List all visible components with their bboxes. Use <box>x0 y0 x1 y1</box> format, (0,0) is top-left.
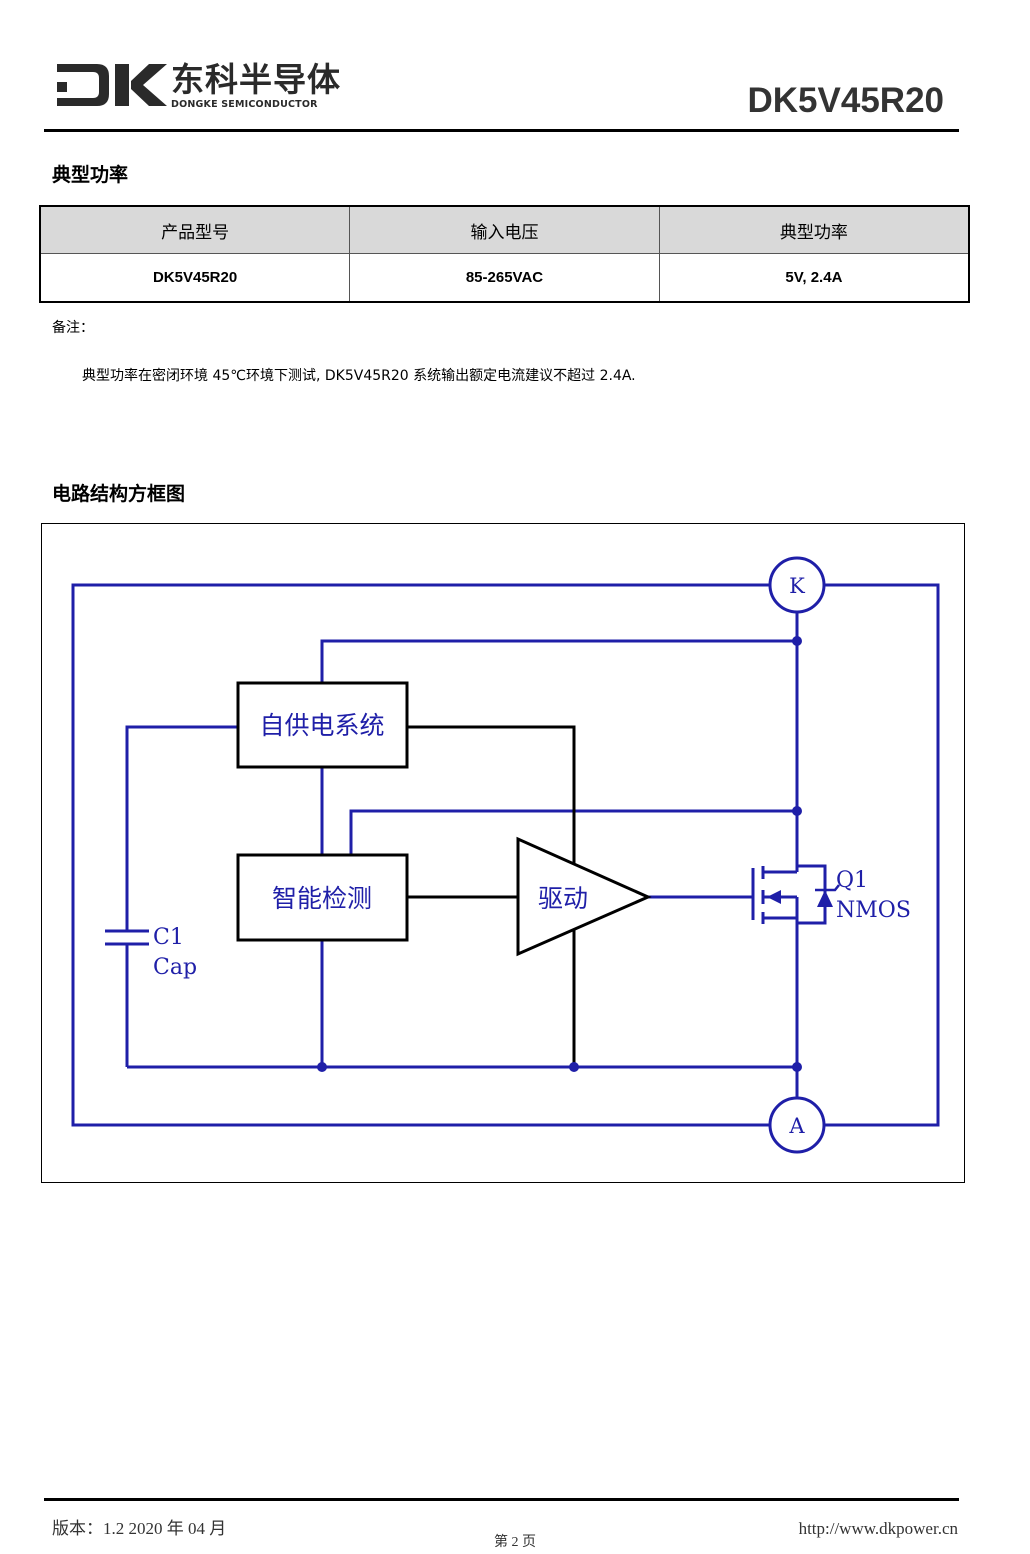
terminal-a-label: A <box>788 1114 805 1138</box>
supply-to-ground-wire <box>407 725 576 1067</box>
header-rule <box>44 129 959 132</box>
cap-top-wire <box>125 725 238 931</box>
column-header: 产品型号 <box>39 205 351 254</box>
driver-label: 驱动 <box>538 884 588 913</box>
notes-label: 备注： <box>52 320 94 336</box>
self-supply-label: 自供电系统 <box>259 711 384 740</box>
dk-logo-mark-icon <box>57 64 167 106</box>
driver-triangle <box>516 836 652 957</box>
column-header: 输入电压 <box>349 205 660 254</box>
footer-rule <box>44 1498 959 1501</box>
table-cell: DK5V45R20 <box>39 253 351 303</box>
sense-wire <box>349 809 797 855</box>
table-cell: 85-265VAC <box>349 253 660 303</box>
terminal-k-circle <box>768 556 826 614</box>
transistor-ref: Q1 <box>836 868 868 893</box>
nmos-arrow-icon <box>767 890 781 904</box>
smart-detect-block <box>236 853 409 942</box>
column-header: 典型功率 <box>658 205 970 254</box>
table-row: DK5V45R20 85-265VAC 5V, 2.4A <box>39 253 970 303</box>
typical-power-table: 产品型号 输入电压 典型功率 DK5V45R20 85-265VAC 5V, 2… <box>39 205 970 303</box>
table-cell: 5V, 2.4A <box>658 253 970 303</box>
capacitor-ref: C1 <box>153 925 184 950</box>
footer-url: http://www.dkpower.cn <box>798 1519 958 1538</box>
capacitor-symbol <box>105 929 149 946</box>
self-supply-block <box>236 681 409 769</box>
circuit-block-diagram: K A 自供电系统 智能检测 驱动 C1 Cap Q1 NMOS <box>71 556 940 1154</box>
footer-page-number: 第 2 页 <box>494 1535 536 1550</box>
outer-wire <box>71 583 770 1127</box>
company-logo: 东科半导体 DONGKE SEMICONDUCTOR <box>57 62 357 112</box>
zener-bar-icon <box>815 884 840 892</box>
body-diode-icon <box>817 890 833 907</box>
notes-text: 典型功率在密闭环境 45℃环境下测试, DK5V45R20 系统输出额定电流建议… <box>82 368 636 384</box>
block-diagram-heading: 电路结构方框图 <box>52 483 186 505</box>
capacitor-value: Cap <box>153 955 197 980</box>
terminal-k-label: K <box>789 574 805 598</box>
nmos-transistor-icon <box>751 862 827 925</box>
k-to-supply-wire <box>320 639 797 683</box>
document-title: DK5V45R20 <box>747 81 945 120</box>
junction-dots <box>317 636 802 1072</box>
logo-chinese-name: 东科半导体 <box>171 60 341 99</box>
logo-english-name: DONGKE SEMICONDUCTOR <box>171 99 318 110</box>
diagram-frame <box>41 523 965 1183</box>
smart-detect-label: 智能检测 <box>272 884 372 913</box>
terminal-a-circle <box>768 1096 826 1154</box>
table-header-row: 产品型号 输入电压 典型功率 <box>39 205 970 254</box>
typical-power-heading: 典型功率 <box>52 164 129 186</box>
footer-version: 版本：1.2 2020 年 04 月 <box>52 1519 227 1538</box>
outer-wire-right <box>824 583 940 1127</box>
transistor-type: NMOS <box>836 898 911 923</box>
